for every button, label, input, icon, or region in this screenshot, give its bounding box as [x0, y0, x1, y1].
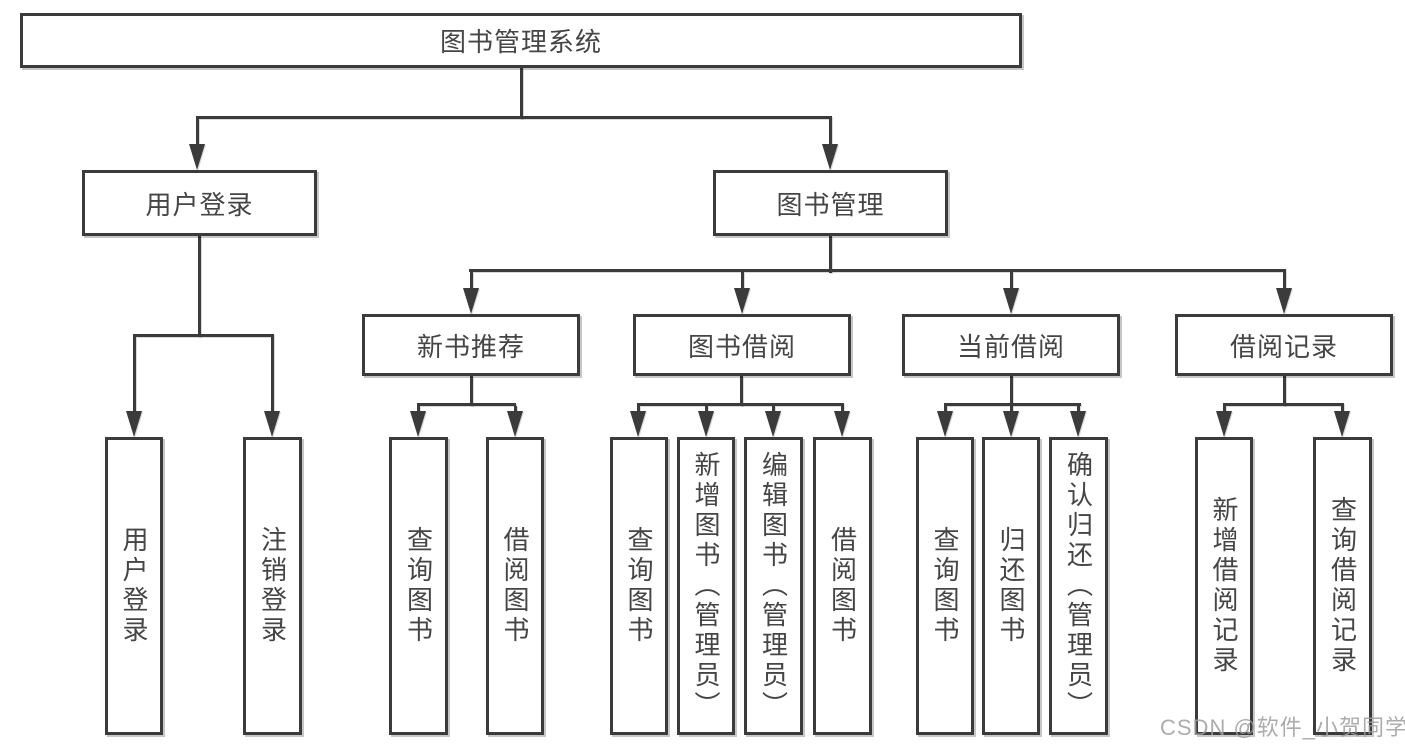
connector-arrowhead-down	[1070, 411, 1086, 437]
node-current-borrowing-label: 当前借阅	[956, 331, 1065, 362]
connector-line	[1222, 403, 1344, 406]
connector-line	[271, 337, 274, 414]
connector-arrowhead-down	[506, 411, 523, 437]
connector-line	[739, 376, 743, 406]
connector-arrowhead-down	[765, 411, 781, 437]
connector-arrowhead-down	[697, 411, 714, 437]
connector-line	[841, 406, 844, 413]
connector-line	[133, 337, 136, 414]
leaf-query-borrow-record: 查询借阅记录	[1313, 437, 1372, 735]
connector-arrowhead-down	[1276, 288, 1292, 314]
leaf-logout: 注销登录	[243, 437, 302, 735]
node-book-borrowing: 图书借阅	[633, 314, 851, 376]
connector-line	[1009, 272, 1013, 290]
connector-line	[469, 272, 473, 290]
leaf-add-book-admin: 新增图书（管理员）	[677, 437, 735, 735]
node-user-login: 用户登录	[82, 170, 317, 236]
leaf-confirm-return-admin: 确认归还（管理员）	[1049, 437, 1108, 735]
connector-arrowhead-down	[821, 144, 838, 170]
connector-line	[637, 406, 640, 413]
connector-line	[1222, 406, 1226, 413]
connector-line	[470, 376, 473, 406]
leaf-add-borrow-record: 新增借阅记录	[1195, 437, 1253, 735]
node-book-management-label: 图书管理	[776, 189, 885, 220]
leaf-edit-book-admin: 编辑图书（管理员）	[744, 437, 803, 735]
connector-arrowhead-down	[1215, 411, 1232, 437]
connector-arrowhead-down	[1002, 288, 1019, 314]
leaf-borrow-books-recommend: 借阅图书	[486, 437, 544, 735]
connector-line	[513, 406, 517, 413]
leaf-borrow-books-borrowing: 借阅图书	[813, 437, 872, 735]
connector-arrowhead-down	[1334, 411, 1350, 437]
connector-line	[772, 406, 775, 413]
connector-arrowhead-down	[733, 288, 750, 314]
connector-arrowhead-down	[188, 144, 205, 170]
leaf-query-books-recommend: 查询图书	[389, 437, 448, 735]
leaf-query-books-borrowing: 查询图书	[610, 437, 668, 735]
node-library-system-label: 图书管理系统	[439, 27, 602, 57]
watermark-text: CSDN @软件_小贺同学	[1160, 715, 1405, 740]
connector-line	[1009, 406, 1013, 413]
connector-line	[740, 272, 744, 290]
connector-line	[1282, 376, 1286, 406]
connector-arrowhead-down	[630, 411, 646, 437]
connector-line	[704, 406, 708, 413]
node-borrowing-records: 借阅记录	[1175, 314, 1393, 376]
connector-line	[469, 269, 1286, 272]
connector-arrowhead-down	[462, 288, 479, 314]
leaf-user-login: 用户登录	[105, 437, 163, 735]
leaf-return-book: 归还图书	[982, 437, 1040, 735]
connector-line	[1341, 406, 1344, 413]
connector-arrowhead-down	[264, 411, 280, 437]
connector-arrowhead-down	[936, 411, 953, 437]
node-new-book-recommendation: 新书推荐	[362, 314, 580, 376]
connector-line	[133, 334, 274, 337]
leaf-query-books-current: 查询图书	[916, 437, 974, 735]
node-book-borrowing-label: 图书借阅	[687, 331, 796, 362]
connector-arrowhead-down	[410, 411, 426, 437]
connector-line	[1009, 376, 1013, 406]
connector-line	[828, 236, 832, 273]
connector-arrowhead-down	[1002, 411, 1019, 437]
connector-line	[196, 116, 832, 119]
node-user-login-label: 用户登录	[145, 189, 254, 220]
node-new-book-recommendation-label: 新书推荐	[416, 331, 525, 362]
connector-arrowhead-down	[126, 411, 142, 437]
connector-line	[417, 403, 516, 406]
connector-line	[519, 68, 523, 119]
connector-arrowhead-down	[834, 411, 850, 437]
connector-line	[943, 403, 1081, 406]
node-borrowing-records-label: 借阅记录	[1229, 331, 1338, 362]
connector-line	[417, 406, 420, 413]
node-library-system: 图书管理系统	[20, 13, 1022, 68]
connector-line	[195, 119, 199, 147]
node-current-borrowing: 当前借阅	[902, 314, 1120, 376]
connector-line	[1077, 406, 1080, 413]
connector-line	[828, 119, 832, 147]
connector-line	[637, 403, 844, 406]
connector-line	[943, 406, 947, 413]
connector-line	[1283, 272, 1286, 290]
connector-line	[197, 236, 201, 337]
node-book-management: 图书管理	[713, 170, 948, 236]
